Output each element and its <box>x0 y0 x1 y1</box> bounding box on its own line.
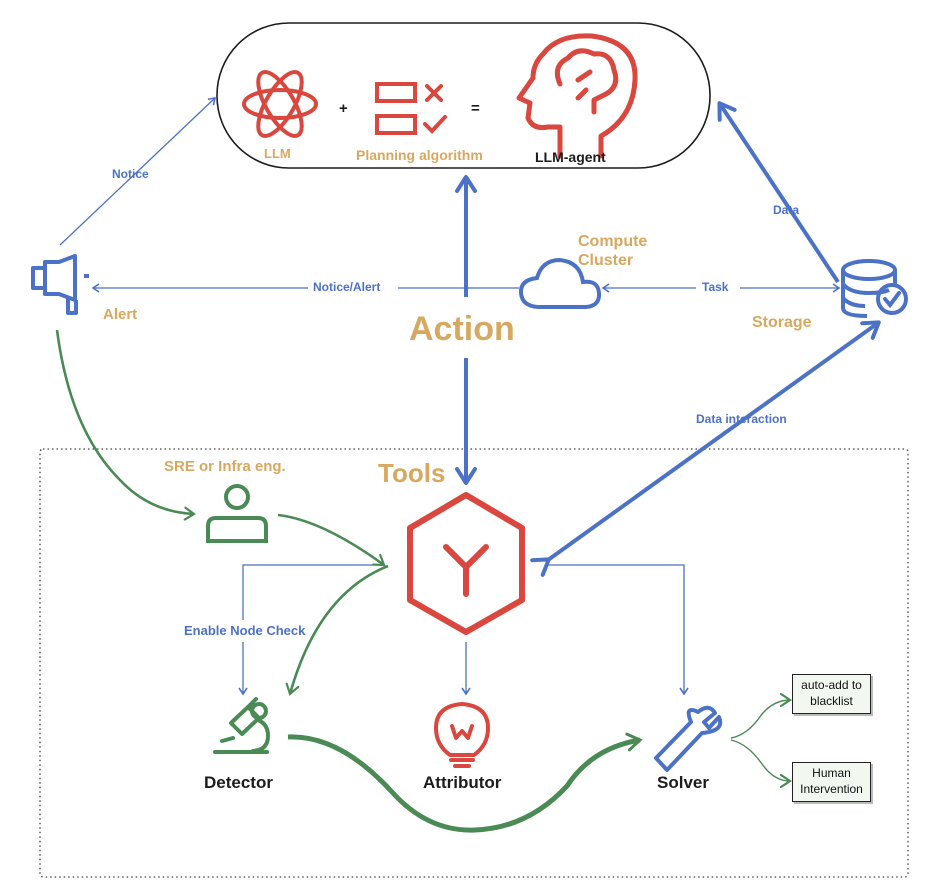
sre-label: SRE or Infra eng. <box>164 458 286 475</box>
notice-alert-edge-label: Notice/Alert <box>313 280 381 294</box>
solver-label: Solver <box>657 773 709 792</box>
tools-hexagon-icon <box>407 492 525 635</box>
edge-solver-to-human <box>730 739 790 781</box>
database-check-icon <box>841 259 908 318</box>
llm-label: LLM <box>264 146 291 161</box>
human-line2: Intervention <box>800 782 863 796</box>
tools-boundary <box>39 448 909 878</box>
detector-label: Detector <box>204 773 273 792</box>
data-edge-label: Data <box>773 203 800 217</box>
llm-agent-label: LLM-agent <box>535 149 606 165</box>
storage-label: Storage <box>752 314 812 331</box>
compute-cluster-label: Compute Cluster <box>578 233 647 271</box>
edge-engineer-to-tools <box>277 513 384 565</box>
tools-label: Tools <box>378 458 446 488</box>
edge-alert-to-engineer <box>55 329 194 514</box>
atom-icon <box>242 70 318 138</box>
lightbulb-icon <box>434 702 490 768</box>
edge-solver-to-blacklist <box>730 700 790 739</box>
edge-data-interaction-arrow <box>530 320 881 577</box>
llm-agent-capsule <box>216 22 711 169</box>
edge-tools-solver-arrow <box>548 564 689 696</box>
data-interaction-edge-label: Data interaction <box>696 412 787 426</box>
blacklist-line2: blacklist <box>810 694 853 708</box>
plus-sign: + <box>339 100 348 117</box>
compute-cluster-line2: Cluster <box>578 252 634 270</box>
edge-data-arrow <box>717 101 840 284</box>
edge-notice-arrow <box>59 97 217 246</box>
action-label: Action <box>407 310 517 350</box>
notice-edge-label: Notice <box>112 167 149 181</box>
edge-tools-to-detector <box>290 564 389 694</box>
attributor-label: Attributor <box>423 773 502 792</box>
checklist-icon <box>375 82 447 135</box>
auto-add-blacklist-box: auto-add to blacklist <box>792 674 871 714</box>
human-intervention-box: Human Intervention <box>792 762 871 802</box>
compute-cluster-line1: Compute <box>578 233 648 250</box>
equals-sign: = <box>471 100 480 117</box>
task-edge-label: Task <box>702 280 729 294</box>
cloud-icon <box>518 257 602 309</box>
alert-label: Alert <box>103 306 138 323</box>
human-line1: Human <box>812 766 851 781</box>
enable-node-check-edge-label: Enable Node Check <box>184 623 306 639</box>
edge-enable-node-check-arrow <box>238 564 385 696</box>
person-icon <box>206 484 268 543</box>
megaphone-icon <box>31 254 89 315</box>
brain-head-icon <box>516 33 638 159</box>
planning-algorithm-label: Planning algorithm <box>356 147 483 163</box>
microscope-icon <box>213 697 270 754</box>
wrench-icon <box>654 705 723 772</box>
edge-detector-to-solver <box>287 732 643 833</box>
blacklist-line1: auto-add to <box>801 678 862 693</box>
